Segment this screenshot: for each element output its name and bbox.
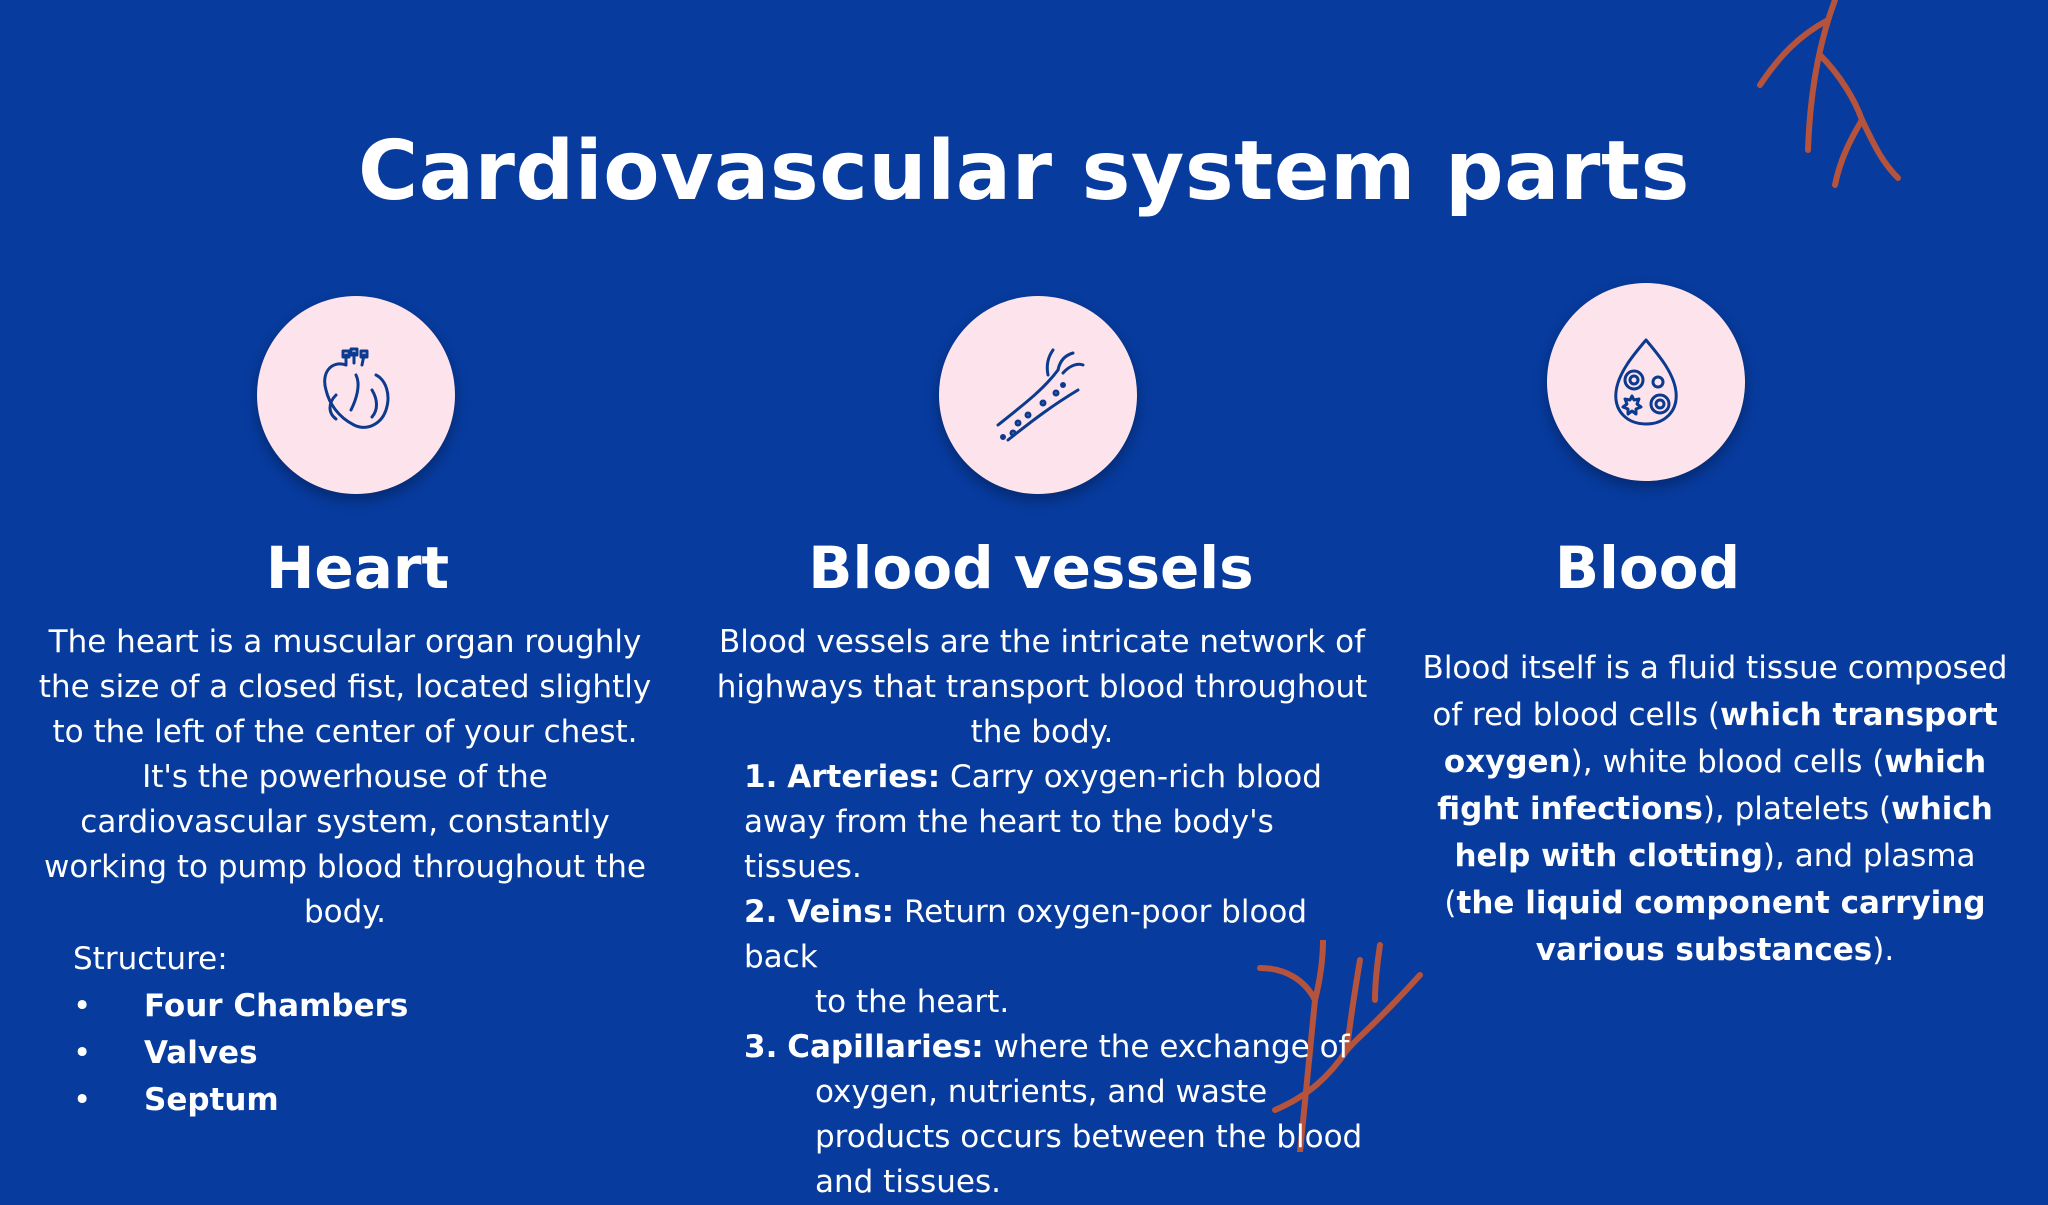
branch-decoration-top xyxy=(1757,0,1901,188)
blood-icon-circle xyxy=(1547,283,1745,481)
vessels-description: Blood vessels are the intricate network … xyxy=(716,624,1368,750)
vessels-heading: Blood vessels xyxy=(808,534,1254,602)
heart-description: The heart is a muscular organ roughly th… xyxy=(38,624,652,930)
list-item: 3. Capillaries: where the exchange of ox… xyxy=(744,1029,1363,1200)
page-title: Cardiovascular system parts xyxy=(358,124,1690,219)
blood-vessel-icon xyxy=(996,348,1085,442)
heart-organ-icon xyxy=(323,347,390,429)
list-item: 1. Arteries: Carry oxygen-rich blood awa… xyxy=(744,759,1322,885)
list-item: 2. Veins: Return oxygen-poor blood back … xyxy=(744,894,1308,1020)
branch-decoration-bottom xyxy=(1257,940,1423,1152)
vessel-icon-circle xyxy=(939,296,1137,494)
blood-heading: Blood xyxy=(1554,534,1741,602)
heart-heading: Heart xyxy=(265,534,450,602)
structure-list: •Four Chambers •Valves •Septum xyxy=(73,983,408,1124)
bullet-icon: • xyxy=(73,988,92,1024)
list-item: •Four Chambers xyxy=(73,983,408,1030)
blood-drop-cells-icon xyxy=(1614,338,1678,426)
heart-icon-circle xyxy=(257,296,455,494)
vessel-type-list: 1. Arteries: Carry oxygen-rich blood awa… xyxy=(744,755,1384,1205)
blood-description: Blood itself is a fluid tissue composed … xyxy=(1422,650,2008,968)
list-item: •Septum xyxy=(73,1077,408,1124)
list-item: •Valves xyxy=(73,1030,408,1077)
bullet-icon: • xyxy=(73,1082,92,1118)
bullet-icon: • xyxy=(73,1035,92,1071)
structure-label: Structure: xyxy=(73,941,228,977)
